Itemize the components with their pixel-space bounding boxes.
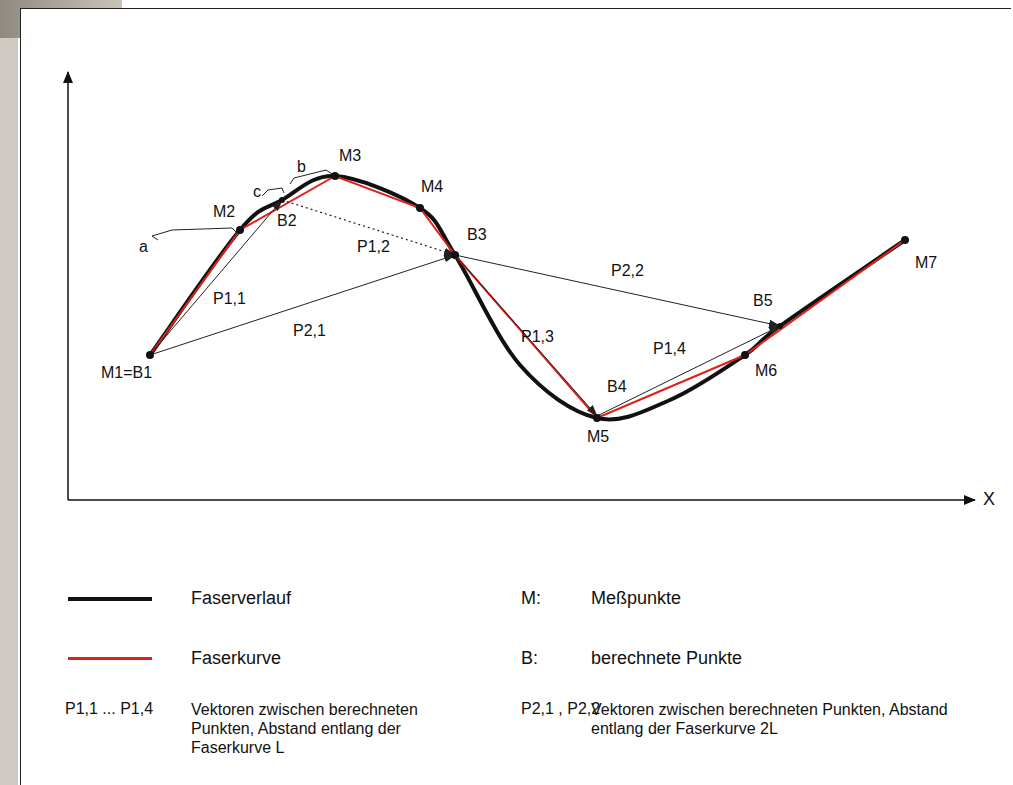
point-label: B2 (276, 212, 298, 230)
point-label: M7 (914, 254, 938, 272)
legend-text: berechnete Punkte (590, 648, 743, 668)
point-label: M3 (338, 147, 362, 165)
vector-label: P2,1 (292, 322, 327, 340)
vector-p21 (150, 255, 455, 355)
legend-text: Faserverlauf (190, 588, 292, 608)
vector-p11 (150, 200, 282, 355)
point-markers (146, 172, 909, 422)
legend-text: Meßpunkte (590, 588, 682, 608)
point-label: M1=B1 (100, 364, 153, 382)
legend-text: Vektoren zwischen berechneten Punkten, A… (590, 700, 992, 738)
vector-label: P1,3 (520, 328, 555, 346)
point-label: B5 (752, 292, 774, 310)
legend-key: B: (520, 648, 539, 668)
distance-label: b (296, 158, 307, 176)
point-label: B4 (606, 378, 628, 396)
legend-text: Vektoren zwischen berechneten Punkten, A… (190, 700, 462, 757)
vector-p14 (597, 326, 780, 416)
legend-text: Faserkurve (190, 648, 282, 668)
background-strip (0, 0, 18, 785)
point-label: M5 (586, 428, 610, 446)
distance-label: c (252, 183, 262, 201)
fiber-curve (150, 176, 905, 418)
vector-p22 (455, 255, 780, 326)
vector-p12 (282, 200, 455, 255)
vector-label: P2,2 (610, 262, 645, 280)
bracket-c (262, 188, 284, 196)
figure-panel (20, 8, 1011, 785)
bracket-b (290, 170, 332, 184)
distance-label: a (138, 238, 149, 256)
x-axis (68, 499, 975, 501)
point-label: M6 (754, 362, 778, 380)
point-label: B3 (466, 226, 488, 244)
vector-p13 (455, 255, 597, 416)
vector-label: P1,1 (212, 290, 247, 308)
legend-sample (68, 597, 152, 601)
point-label: M2 (212, 203, 236, 221)
legend-key: M: (520, 588, 542, 608)
vector-label: P1,4 (652, 340, 687, 358)
bracket-a (152, 228, 236, 240)
y-axis (67, 72, 69, 500)
point-label: M4 (420, 178, 444, 196)
vector-label: P1,2 (356, 238, 391, 256)
axis-label: X (982, 489, 996, 509)
legend-key: P1,1 ... P1,4 (64, 700, 154, 718)
legend-sample (68, 657, 152, 660)
fiber-course (150, 176, 905, 419)
legend-key: P2,1 , P2,2 (520, 700, 601, 718)
